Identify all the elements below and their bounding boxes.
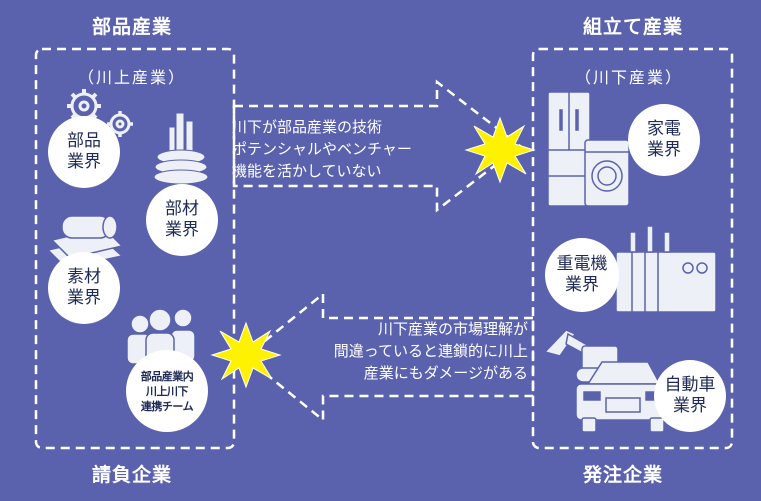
heavy-electric-industry-circle: 重電機 業界 (545, 238, 619, 312)
left-footer: 請負企業 (92, 464, 173, 486)
appliance-industry-circle: 家電 業界 (628, 104, 700, 176)
top-arrow-text: 川下が部品産業の技術 ポテンシャルやベンチャー 機能を活かしていない (232, 118, 412, 180)
pillar-icon (153, 112, 209, 185)
automobile-industry-circle: 自動車 業界 (654, 360, 726, 432)
burst-icon (464, 116, 536, 184)
washing-machine-icon (584, 139, 630, 207)
right-title: 組立て産業 (583, 16, 684, 38)
left-title: 部品産業 (92, 16, 173, 38)
parts-industry-circle: 部品 業界 (48, 116, 120, 188)
transformer-icon (615, 225, 717, 313)
bottom-arrow (243, 291, 535, 423)
collaboration-team-circle: 部品産業内 川上川下 連携チーム (126, 350, 208, 432)
materials-industry-circle: 部材 業界 (146, 184, 218, 256)
left-group-box (34, 47, 236, 450)
right-group-box (531, 47, 734, 450)
left-subtitle: （川上産業） (78, 68, 187, 87)
right-footer: 発注企業 (583, 464, 664, 486)
right-subtitle: （川下産業） (575, 68, 684, 87)
refrigerator-icon (547, 91, 591, 207)
car-icon (575, 361, 671, 433)
burst-icon (210, 321, 282, 389)
raw-materials-industry-circle: 素材 業界 (48, 252, 120, 324)
bottom-arrow-text: 川下産業の市場理解が 間違っていると連鎖的に川上 産業にもダメージがある (333, 320, 528, 382)
